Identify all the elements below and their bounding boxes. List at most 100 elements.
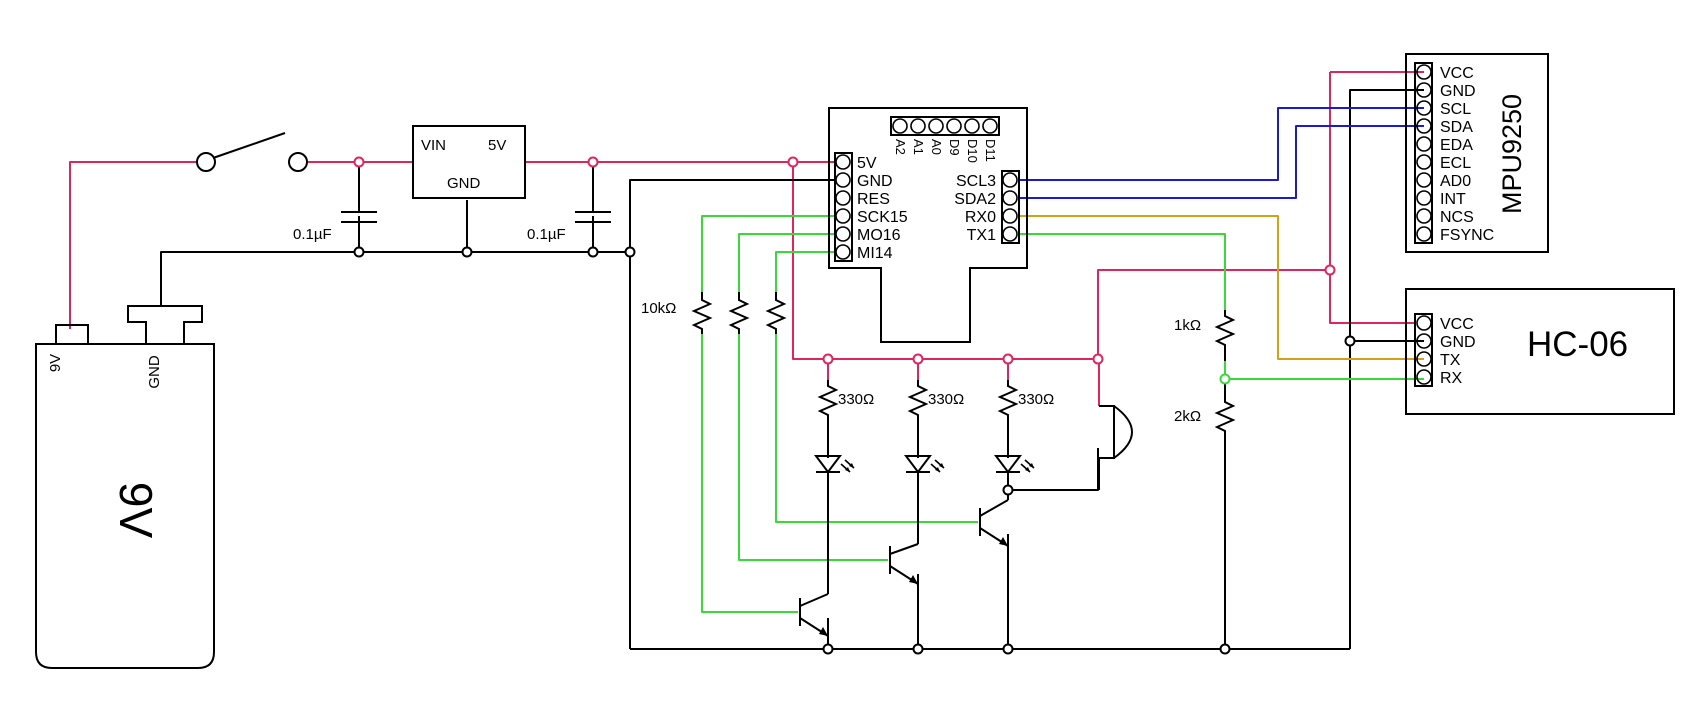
divider-resistor-1k: 1kΩ [1174,310,1236,361]
uart-wires [1020,215,1424,380]
junction-dot [1324,264,1336,276]
hc06-pin-label-gnd: GND [1440,334,1476,351]
mcu-top-pin-label-a1: A1 [911,139,926,155]
hc06-pin-rx [1416,369,1432,385]
junction-dot [1002,643,1014,655]
mpu-pin-label-ncs: NCS [1440,209,1474,226]
battery-9v: 9V 9V GND [35,305,215,669]
mpu-pin-headers [1416,64,1432,242]
mcu-right-pin-label-sda2: SDA2 [954,191,996,208]
mcu-left-pin-sck15 [835,208,851,224]
capacitor-c1-label: 0.1µF [293,226,332,243]
mcu-right-pin-rx0 [1002,208,1018,224]
mcu-top-pin-d10 [964,118,980,134]
voltage-regulator: VIN 5V GND [412,125,526,199]
mcu-left-pin-headers [835,154,851,260]
mcu-right-pin-label-tx1: TX1 [967,227,996,244]
capacitor-c2-label: 0.1µF [527,226,566,243]
mpu-pin-scl [1416,100,1432,116]
mcu-left-pin-5v [835,154,851,170]
mpu-pin-int [1416,190,1432,206]
junction-dot [353,246,365,258]
led-resistor-2-label: 330Ω [928,391,964,408]
mcu-left-pin-label-gnd: GND [857,173,893,190]
junction-dot [587,246,599,258]
mcu-right-pin-label-scl3: SCL3 [956,173,996,190]
mpu-pin-label-eda: EDA [1440,137,1473,154]
led-resistor-3-label: 330Ω [1018,391,1054,408]
regulator-vout: 5V [488,137,506,154]
power-switch [196,132,308,172]
junction-dot [587,156,599,168]
hc06-pin-label-rx: RX [1440,370,1463,387]
transistors [799,472,1009,642]
junction-dot [1002,353,1014,365]
junction-dot [1219,643,1231,655]
mcu-top-pin-label-d10: D10 [965,139,980,163]
junction-dot [353,156,365,168]
junction-dot [912,353,924,365]
mpu-pin-label-int: INT [1440,191,1466,208]
led-3 [994,455,1035,474]
mpu-pin-label-sda: SDA [1440,119,1473,136]
junction-dot [1002,484,1014,496]
junction-dot [1219,373,1231,385]
mcu-top-pin-headers [892,118,998,134]
mpu-pin-label-gnd: GND [1440,83,1476,100]
mcu-top-pin-d11 [982,118,998,134]
battery-terminal-pos: 9V [47,354,64,372]
junction-dot [461,246,473,258]
mpu-pin-label-ecl: ECL [1440,155,1471,172]
mpu-pin-label-ad0: AD0 [1440,173,1471,190]
mpu-pin-label-vcc: VCC [1440,65,1474,82]
led-resistor-1-label: 330Ω [838,391,874,408]
mcu-top-pin-a0 [928,118,944,134]
mcu-left-pin-label-res: RES [857,191,890,208]
mcu-left-pin-mi14 [835,244,851,260]
regulator-vin: VIN [421,137,446,154]
mcu-top-pin-a1 [910,118,926,134]
led-resistor-1: 330Ω [817,380,874,458]
battery-label: 9V [110,482,162,539]
mcu-left-pin-res [835,190,851,206]
mcu-right-pin-scl3 [1002,172,1018,188]
mcu-right-pin-tx1 [1002,226,1018,242]
junction-dot [822,353,834,365]
mpu-pin-eda [1416,136,1432,152]
led-1 [814,455,855,474]
mcu-top-pin-a2 [892,118,908,134]
mcu-top-pin-label-d9: D9 [947,139,962,156]
mcu-top-pin-label-a2: A2 [893,139,908,155]
mcu-top-pin-d9 [946,118,962,134]
junction-dot [1092,353,1104,365]
mcu-top-pin-label-d11: D11 [983,139,998,162]
regulator-gnd: GND [447,175,481,192]
led-resistor-3: 330Ω [997,380,1054,458]
mpu-pin-ad0 [1416,172,1432,188]
mcu-right-pin-sda2 [1002,190,1018,206]
mcu-left-pin-mo16 [835,226,851,242]
mpu-pin-label-fsync: FSYNC [1440,227,1494,244]
divider-top-label: 1kΩ [1174,317,1201,334]
mcu-left-pin-label-sck15: SCK15 [857,209,908,226]
signal-wires [701,215,978,613]
npn-transistor-3 [979,472,1009,552]
battery-terminal-gnd: GND [146,355,163,389]
npn-transistor-1 [799,472,829,642]
buzzer [1098,405,1133,490]
pullup-resistor-label: 10kΩ [641,300,676,317]
i2c-wires [1020,107,1424,199]
capacitor-c2: 0.1µF [527,162,611,252]
capacitor-c1: 0.1µF [293,162,377,252]
junction-dot [787,156,799,168]
npn-transistor-2 [889,472,919,590]
mcu-left-pin-label-5v: 5V [857,155,877,172]
hc06-pin-gnd [1416,333,1432,349]
mpu-pin-label-scl: SCL [1440,101,1471,118]
